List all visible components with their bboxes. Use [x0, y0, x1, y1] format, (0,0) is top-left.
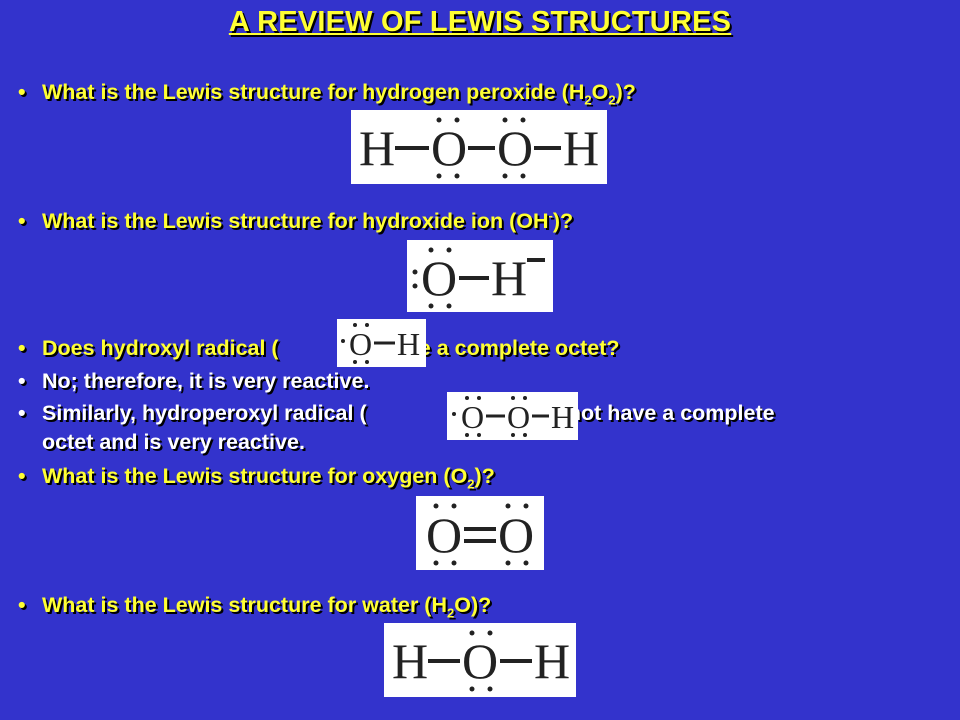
- answer-reactive: •No; therefore, it is very reactive.: [18, 369, 370, 393]
- bullet: •: [18, 401, 26, 425]
- statement-continuation: octet and is very reactive.: [42, 430, 305, 454]
- atom-h: H: [359, 120, 395, 176]
- question-water: •What is the Lewis structure for water (…: [18, 593, 492, 621]
- lewis-hydroxide-ion: O H: [407, 240, 553, 312]
- bullet: •: [18, 80, 26, 104]
- question-hydroxide-ion: •What is the Lewis structure for hydroxi…: [18, 208, 574, 234]
- question-hydrogen-peroxide: •What is the Lewis structure for hydroge…: [18, 80, 636, 108]
- atom-o: O: [498, 507, 534, 563]
- atom-h: H: [397, 326, 420, 362]
- bullet: •: [18, 464, 26, 488]
- atom-o: O: [507, 399, 530, 435]
- statement-hydroperoxyl-radical: •Similarly, hydroperoxyl radical () does…: [18, 401, 775, 425]
- atom-o: O: [426, 507, 462, 563]
- page-title: A REVIEW OF LEWIS STRUCTURES: [228, 6, 732, 38]
- atom-o: O: [421, 250, 457, 306]
- lewis-hydroxyl-radical: O H: [337, 319, 426, 367]
- bullet: •: [18, 209, 26, 234]
- atom-h: H: [551, 399, 574, 435]
- atom-h: H: [491, 250, 527, 306]
- lewis-oxygen: O O: [416, 496, 544, 570]
- atom-o: O: [462, 633, 498, 689]
- lewis-hydrogen-peroxide: H O O H: [351, 110, 607, 184]
- atom-o: O: [349, 326, 372, 362]
- bullet: •: [18, 593, 26, 617]
- question-oxygen: •What is the Lewis structure for oxygen …: [18, 464, 495, 492]
- atom-h: H: [392, 633, 428, 689]
- lewis-hydroperoxyl-radical: O O H: [447, 392, 578, 440]
- bullet: •: [18, 369, 26, 393]
- atom-o: O: [431, 120, 467, 176]
- atom-o: O: [461, 399, 484, 435]
- atom-o: O: [497, 120, 533, 176]
- atom-h: H: [534, 633, 570, 689]
- question-hydroxyl-radical: •Does hydroxyl radical () have a complet…: [18, 336, 620, 360]
- bullet: •: [18, 336, 26, 360]
- atom-h: H: [563, 120, 599, 176]
- lewis-water: H O H: [384, 623, 576, 697]
